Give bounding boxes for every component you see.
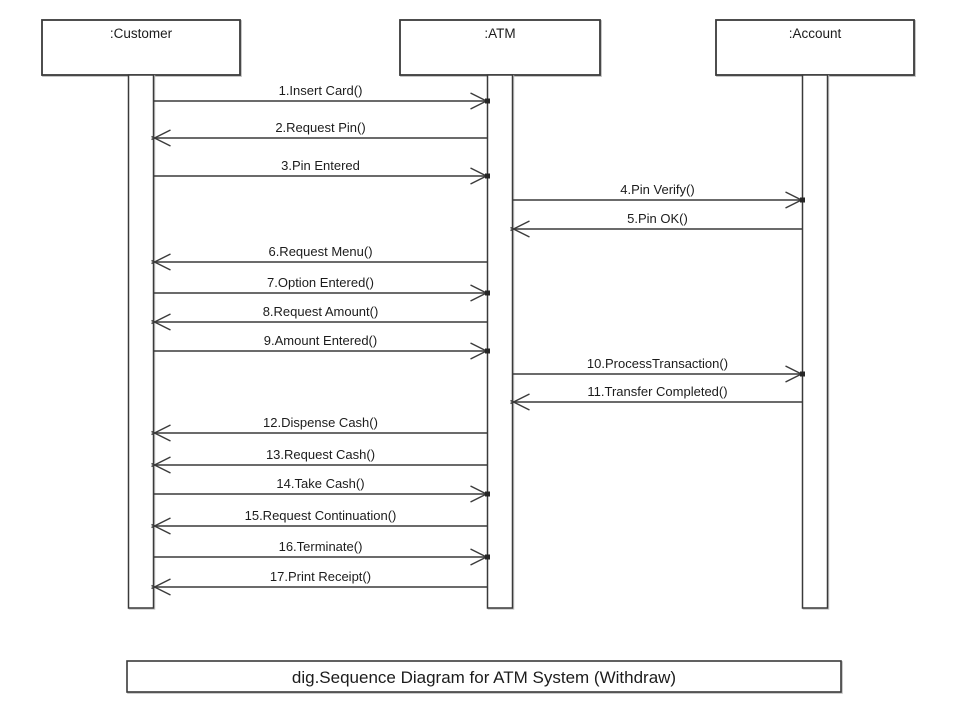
arrow-endpoint-dot xyxy=(485,348,490,354)
actor-box-atm xyxy=(399,19,601,76)
message-12: 12.Dispense Cash() xyxy=(151,415,488,442)
arrow-endpoint-dot xyxy=(800,371,805,377)
arrowhead-stroke xyxy=(151,462,171,474)
message-label: 13.Request Cash() xyxy=(266,447,375,462)
lifeline-atm: :ATM xyxy=(399,19,601,609)
arrow-endpoint-dot xyxy=(485,554,490,560)
message-label: 8.Request Amount() xyxy=(263,304,379,319)
message-11: 11.Transfer Completed() xyxy=(510,384,803,411)
arrowhead-stroke xyxy=(151,430,171,442)
message-label: 10.ProcessTransaction() xyxy=(587,356,728,371)
message-6: 6.Request Menu() xyxy=(151,244,488,271)
message-label: 1.Insert Card() xyxy=(279,83,363,98)
arrowhead-stroke xyxy=(151,523,171,535)
message-label: 7.Option Entered() xyxy=(267,275,374,290)
message-label: 3.Pin Entered xyxy=(281,158,360,173)
actor-box-customer xyxy=(41,19,241,76)
message-16: 16.Terminate() xyxy=(153,539,490,566)
arrow-endpoint-dot xyxy=(485,98,490,104)
caption: dig.Sequence Diagram for ATM System (Wit… xyxy=(126,660,842,693)
arrowhead-stroke xyxy=(510,226,530,238)
arrow-endpoint-dot xyxy=(485,491,490,497)
message-17: 17.Print Receipt() xyxy=(151,569,488,596)
lifeline-customer: :Customer xyxy=(41,19,241,609)
message-label: 11.Transfer Completed() xyxy=(587,384,727,399)
arrowhead-stroke xyxy=(151,584,171,596)
lifeline-account: :Account xyxy=(715,19,915,609)
message-1: 1.Insert Card() xyxy=(153,83,490,110)
activation-bar-customer xyxy=(127,74,155,609)
actor-label-customer: :Customer xyxy=(110,26,173,41)
activation-bar-account xyxy=(801,74,829,609)
arrowhead-stroke xyxy=(151,319,171,331)
message-14: 14.Take Cash() xyxy=(153,476,490,503)
message-9: 9.Amount Entered() xyxy=(153,333,490,360)
message-label: 12.Dispense Cash() xyxy=(263,415,378,430)
message-7: 7.Option Entered() xyxy=(153,275,490,302)
arrowhead-stroke xyxy=(510,399,530,411)
message-3: 3.Pin Entered xyxy=(153,158,490,185)
message-2: 2.Request Pin() xyxy=(151,120,488,147)
message-label: 9.Amount Entered() xyxy=(264,333,377,348)
actor-label-atm: :ATM xyxy=(484,26,515,41)
caption-text: dig.Sequence Diagram for ATM System (Wit… xyxy=(292,668,676,687)
message-8: 8.Request Amount() xyxy=(151,304,488,331)
message-label: 6.Request Menu() xyxy=(268,244,372,259)
message-13: 13.Request Cash() xyxy=(151,447,488,474)
arrowhead-stroke xyxy=(151,135,171,147)
message-label: 2.Request Pin() xyxy=(275,120,365,135)
arrow-endpoint-dot xyxy=(485,290,490,296)
actor-box-account xyxy=(715,19,915,76)
message-label: 14.Take Cash() xyxy=(276,476,364,491)
arrow-endpoint-dot xyxy=(485,173,490,179)
messages-layer: 1.Insert Card() 2.Request Pin() 3.Pin Ente… xyxy=(151,83,805,596)
actor-label-account: :Account xyxy=(789,26,842,41)
message-label: 16.Terminate() xyxy=(279,539,363,554)
arrow-endpoint-dot xyxy=(800,197,805,203)
message-15: 15.Request Continuation() xyxy=(151,508,488,535)
message-5: 5.Pin OK() xyxy=(510,211,803,238)
activation-bar-atm xyxy=(486,74,514,609)
message-10: 10.ProcessTransaction() xyxy=(512,356,805,383)
message-label: 15.Request Continuation() xyxy=(245,508,397,523)
message-label: 4.Pin Verify() xyxy=(620,182,694,197)
caption-box xyxy=(126,660,842,693)
arrowhead-stroke xyxy=(151,259,171,271)
message-label: 5.Pin OK() xyxy=(627,211,688,226)
message-4: 4.Pin Verify() xyxy=(512,182,805,209)
message-label: 17.Print Receipt() xyxy=(270,569,371,584)
